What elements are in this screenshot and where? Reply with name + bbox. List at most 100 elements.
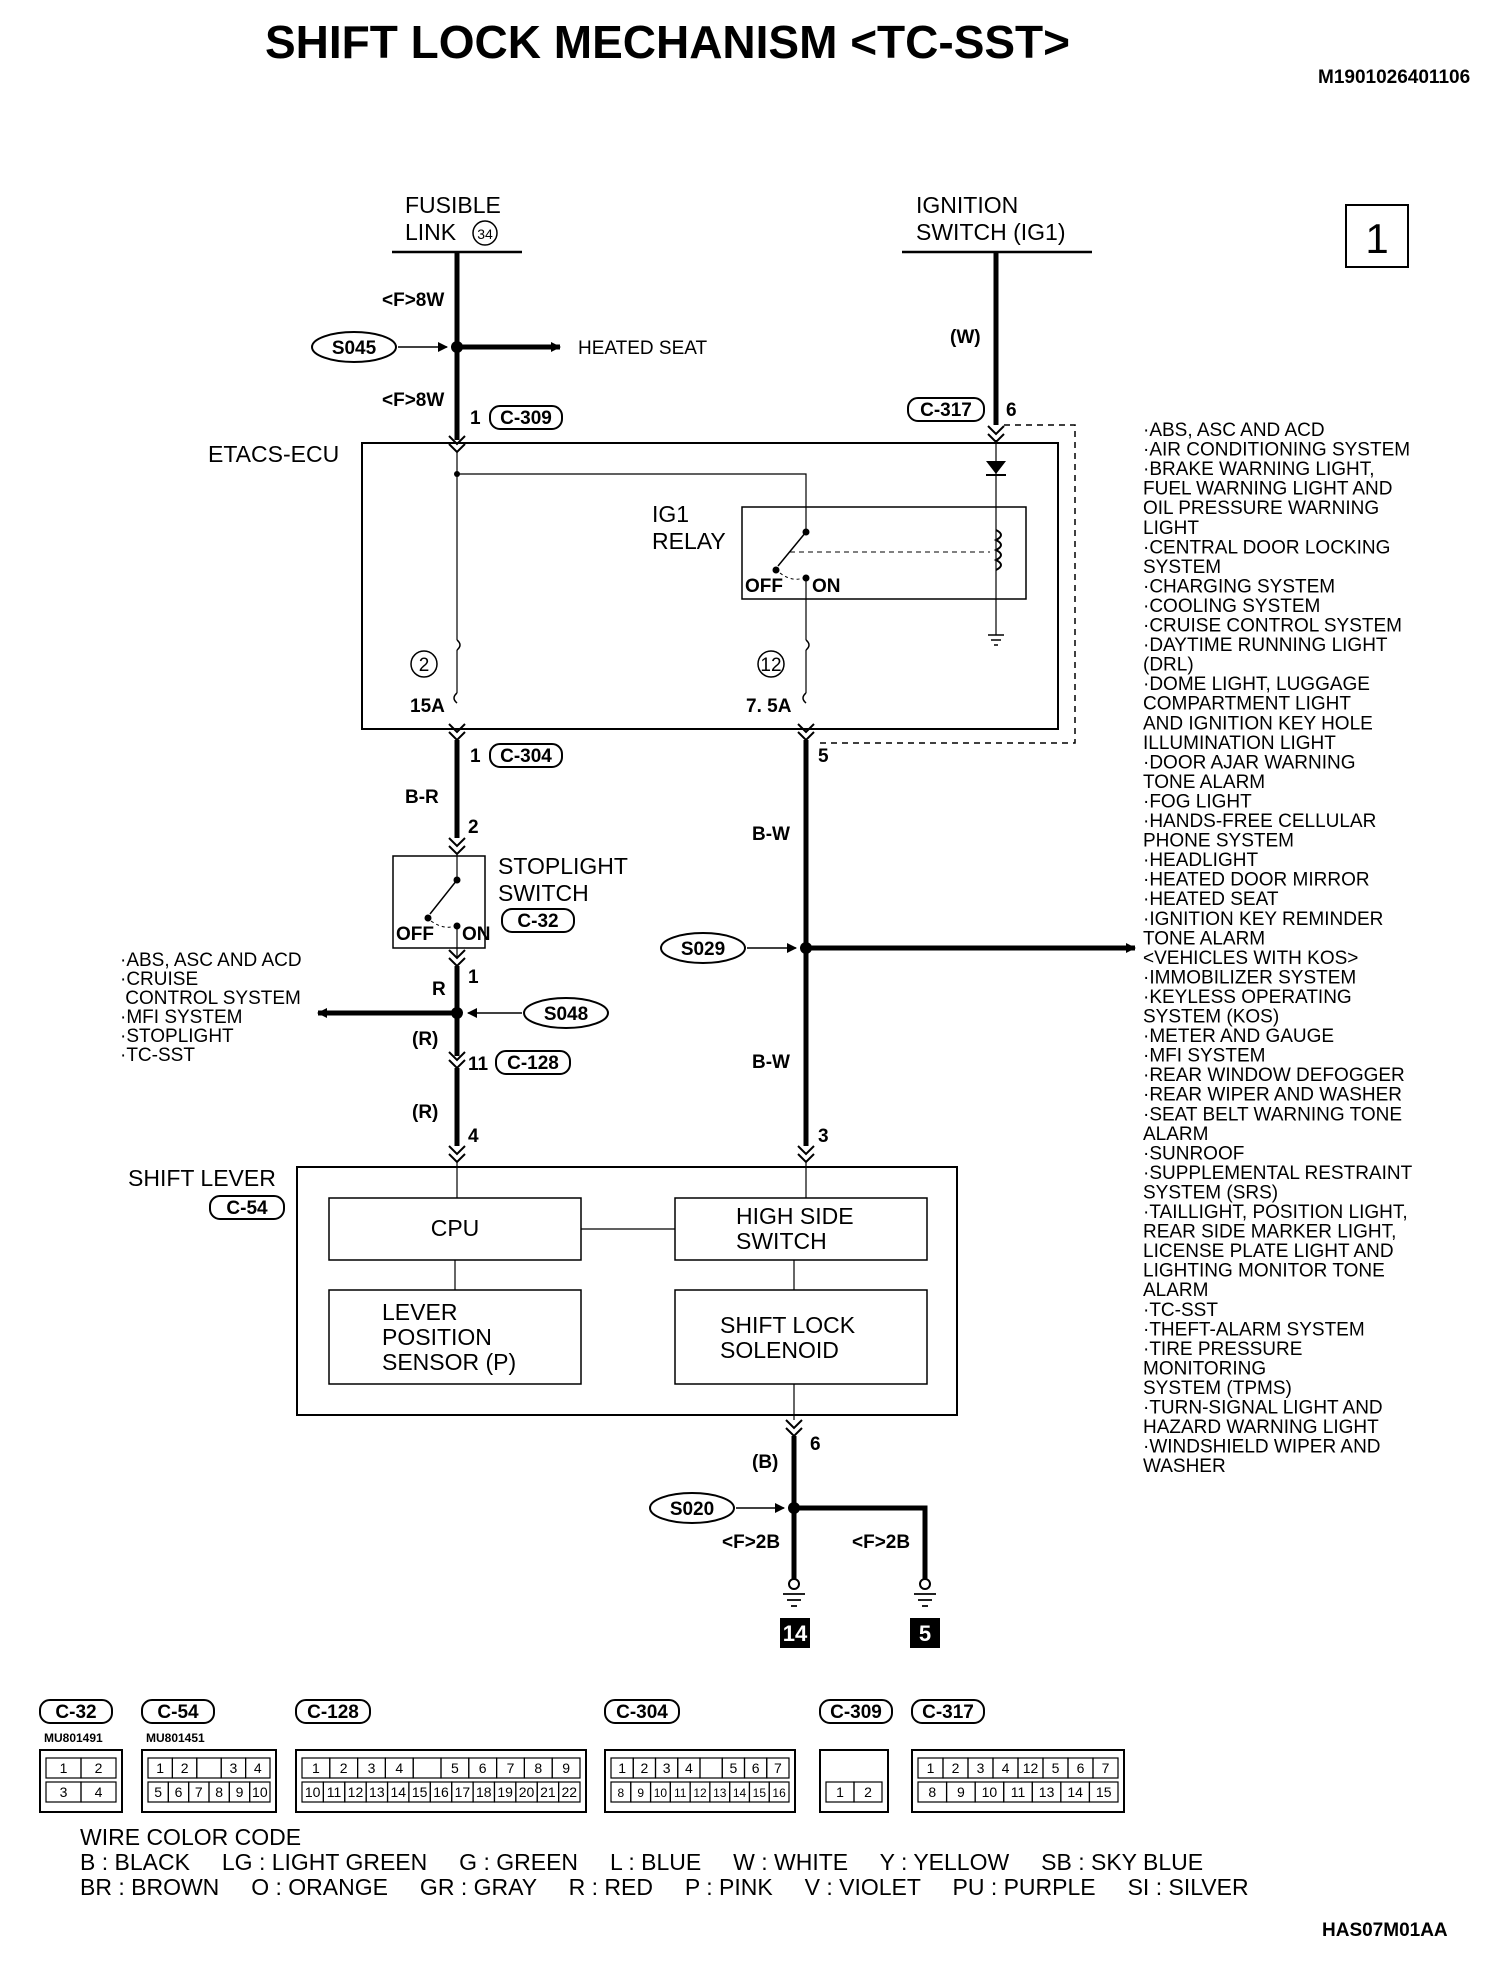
shift-lever-label: SHIFT LEVER (128, 1165, 276, 1191)
right-list-item: ·THEFT-ALARM SYSTEM (1143, 1319, 1365, 1340)
connector-housing (819, 1749, 889, 1813)
connector-part-number: MU801451 (146, 1731, 205, 1745)
connector-pin: 6 (175, 1784, 183, 1800)
connector-pin: 14 (733, 1786, 747, 1800)
connector-pin: 15 (1096, 1784, 1112, 1800)
right-list-item: ·MFI SYSTEM (1143, 1046, 1265, 1067)
connector-pin: 7 (195, 1784, 203, 1800)
splice-s045: S045 (332, 338, 377, 359)
right-list-item: ·HEATED SEAT (1143, 889, 1279, 910)
right-list-item: SYSTEM (SRS) (1143, 1182, 1278, 1203)
wire-color-code-title: WIRE COLOR CODE (80, 1824, 301, 1850)
splice-s020-badge (649, 1492, 735, 1524)
connector-pin: 11 (327, 1784, 342, 1800)
conn-tag-c128 (495, 1050, 571, 1075)
conn-tag-c317 (907, 397, 985, 422)
right-list-item: <VEHICLES WITH KOS> (1143, 948, 1358, 969)
connector-pin: 1 (836, 1784, 844, 1800)
connector-pin: 16 (433, 1784, 449, 1800)
ground-point-5-box (910, 1618, 940, 1648)
connector-tag (39, 1699, 113, 1724)
connector-pin: 1 (927, 1760, 935, 1776)
connector-pin: 7 (507, 1760, 515, 1776)
connector-chevron-c304-1 (448, 723, 466, 742)
connector-pin: 8 (618, 1786, 625, 1800)
stoplight-on-label: ON (462, 924, 491, 945)
wire-color-code-line-2: BR : BROWN O : ORANGE GR : GRAY R : RED … (80, 1874, 1249, 1900)
splice-s020: S020 (670, 1499, 714, 1520)
right-list-item: ·TIRE PRESSURE (1143, 1339, 1302, 1360)
relay-off-label: OFF (745, 576, 783, 597)
right-list-item: ·DOOR AJAR WARNING (1143, 752, 1356, 773)
shift-lock-solenoid-block (674, 1289, 928, 1385)
fusible-link-label-1: FUSIBLE (405, 192, 501, 218)
fuse-2-amps: 15A (410, 696, 445, 717)
relay-on-label: ON (812, 576, 841, 597)
conn-tag-c304 (489, 743, 563, 768)
left-list-item: ·MFI SYSTEM (120, 1007, 242, 1028)
right-list-item: ·FOG LIGHT (1143, 791, 1252, 812)
conn-tag-c317-label: C-317 (920, 400, 972, 421)
connector-pin: 6 (479, 1760, 487, 1776)
connector-pin: 14 (1067, 1784, 1083, 1800)
connector-pin: 4 (254, 1760, 262, 1776)
connector-housing (39, 1749, 123, 1813)
pin-c54-6: 6 (810, 1434, 821, 1455)
right-list-item: ILLUMINATION LIGHT (1143, 733, 1336, 754)
figure-code: HAS07M01AA (1322, 1920, 1448, 1941)
c317-shield-dashed (818, 424, 1076, 744)
connector-housing (604, 1749, 796, 1813)
connector-pin: 9 (562, 1760, 570, 1776)
ground-icon-14 (783, 1593, 805, 1607)
cpu-label: CPU (431, 1215, 480, 1241)
pin-c54-4: 4 (468, 1126, 479, 1147)
stoplight-switch-label-2: SWITCH (498, 880, 589, 906)
connector-pin: 19 (497, 1784, 513, 1800)
connector-pin: 15 (412, 1784, 428, 1800)
right-list-item: ·REAR WIPER AND WASHER (1143, 1085, 1402, 1106)
connector-housing (911, 1749, 1125, 1813)
right-destination-list: ·ABS, ASC AND ACD·AIR CONDITIONING SYSTE… (1143, 420, 1413, 1477)
etacs-ecu-box (361, 442, 1059, 730)
connector-pin-cell (249, 1781, 271, 1803)
right-list-item: COMPARTMENT LIGHT (1143, 694, 1351, 715)
connector-pin: 10 (305, 1784, 321, 1800)
ignition-switch-label-1: IGNITION (916, 192, 1018, 218)
stoplight-off-label: OFF (396, 924, 434, 945)
right-list-item: ·REAR WINDOW DEFOGGER (1143, 1065, 1405, 1086)
connector-pin: 1 (156, 1760, 164, 1776)
connector-pin: 15 (753, 1786, 767, 1800)
connector-pin: 3 (663, 1760, 671, 1776)
connector-pin: 4 (95, 1784, 103, 1800)
connector-chevron-c54-4 (448, 1145, 466, 1164)
fusible-link-number-circle (472, 220, 498, 246)
connector-pin-cell (80, 1781, 117, 1803)
wire-label-b-paren: (B) (752, 1452, 778, 1473)
left-list-item: ·ABS, ASC AND ACD (120, 950, 302, 971)
fuse-12-amps: 7. 5A (746, 696, 792, 717)
ground-point-14-box (780, 1618, 810, 1648)
connector-pin-cell (853, 1781, 883, 1803)
connector-pin: 22 (562, 1784, 578, 1800)
connector-pin: 5 (154, 1784, 162, 1800)
right-list-item: ·TAILLIGHT, POSITION LIGHT, (1143, 1202, 1408, 1223)
splice-s045-badge (311, 331, 397, 363)
right-list-item: OIL PRESSURE WARNING (1143, 498, 1379, 519)
right-list-item: PHONE SYSTEM (1143, 831, 1294, 852)
ig1-relay-label-1: IG1 (652, 501, 689, 527)
connector-tag (295, 1699, 371, 1724)
connector-pin: 6 (1077, 1760, 1085, 1776)
connector-tag (911, 1699, 985, 1724)
wire-label-r-paren-a: (R) (412, 1029, 438, 1050)
connector-tag-label: C-304 (616, 1702, 668, 1723)
connector-pin: 6 (752, 1760, 760, 1776)
fuse-2-icon (453, 639, 461, 704)
right-list-item: ·IGNITION KEY REMINDER (1143, 909, 1383, 930)
pin-c128-11: 11 (468, 1054, 489, 1075)
relay-dashed-arc (779, 572, 804, 580)
right-list-item: LIGHTING MONITOR TONE (1143, 1261, 1385, 1282)
shift-lever-box (296, 1166, 958, 1416)
right-list-item: ·CENTRAL DOOR LOCKING (1143, 537, 1390, 558)
connector-pin: 16 (772, 1786, 786, 1800)
right-list-item: ·IMMOBILIZER SYSTEM (1143, 967, 1356, 988)
